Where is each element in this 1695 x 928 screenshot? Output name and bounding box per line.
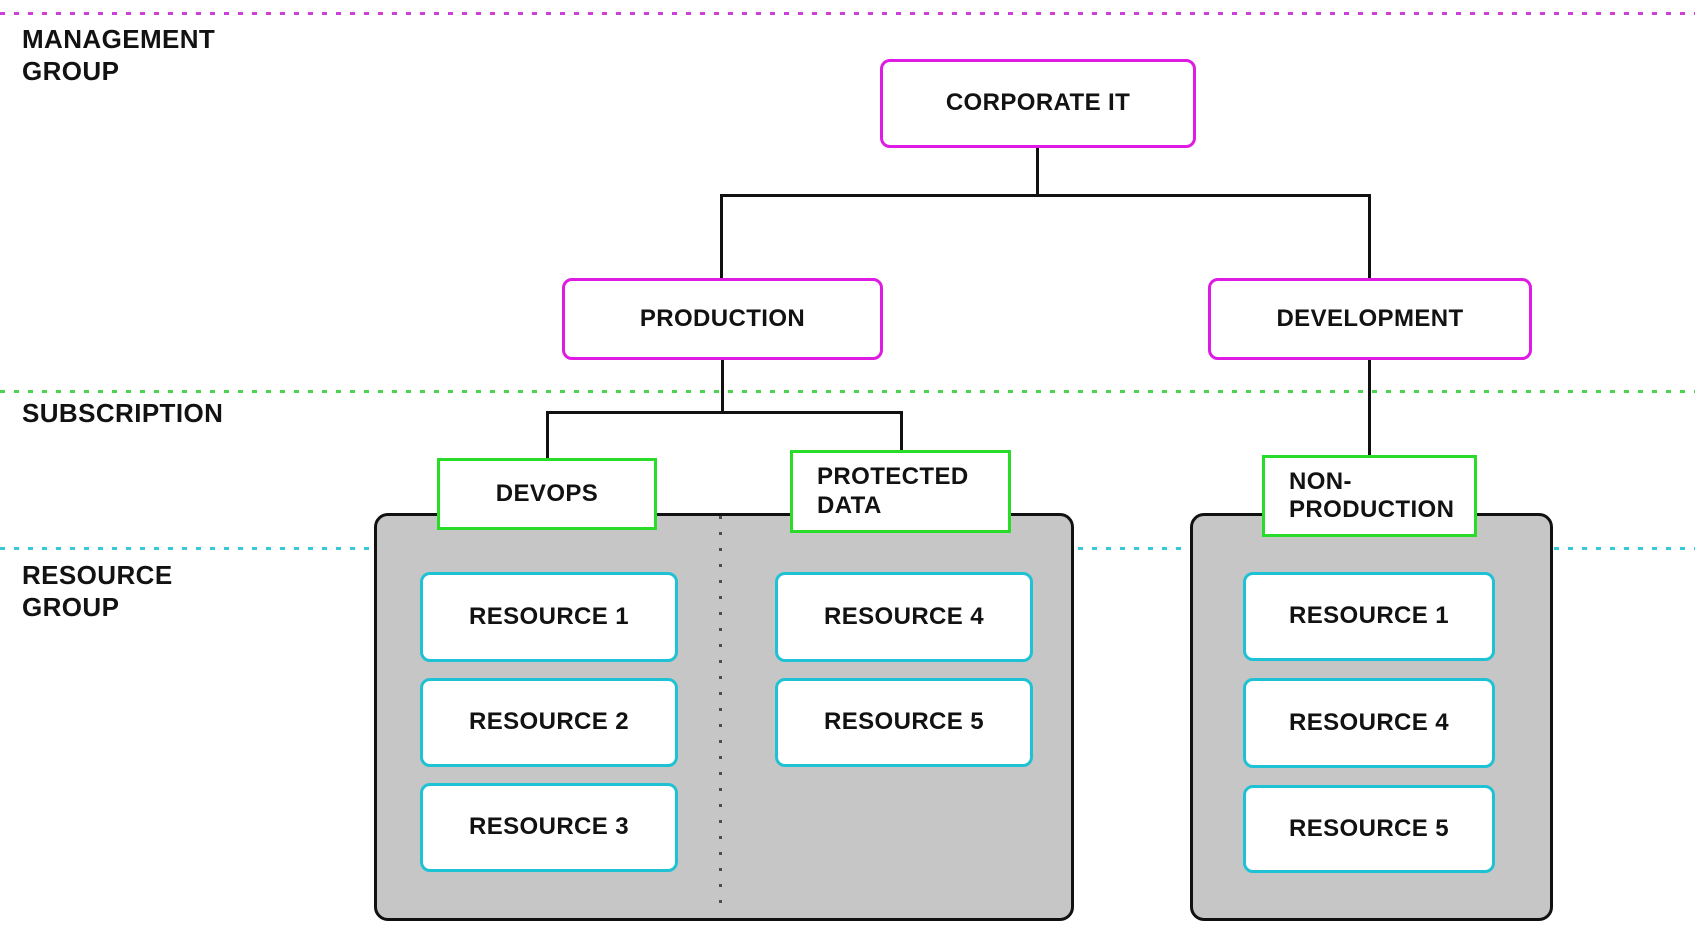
resource-box: RESOURCE 4 xyxy=(775,572,1033,662)
subscription-boundary-line xyxy=(0,390,1695,393)
connector-to-protected-data xyxy=(900,411,903,453)
resource-box: RESOURCE 2 xyxy=(420,678,678,767)
connector-to-devops xyxy=(546,411,549,460)
node-devops: DEVOPS xyxy=(437,458,657,530)
resource-box: RESOURCE 5 xyxy=(1243,785,1495,873)
connector-to-production xyxy=(720,194,723,280)
connector-corporateit-stem xyxy=(1036,146,1039,196)
node-development: DEVELOPMENT xyxy=(1208,278,1532,360)
resource-box: RESOURCE 4 xyxy=(1243,678,1495,768)
resource-box: RESOURCE 1 xyxy=(1243,572,1495,661)
connector-subscription-crossbar xyxy=(546,411,903,414)
lane-label-subscription: SUBSCRIPTION xyxy=(22,398,224,428)
resource-box: RESOURCE 1 xyxy=(420,572,678,662)
node-non-production: NON- PRODUCTION xyxy=(1262,455,1477,537)
resource-box: RESOURCE 5 xyxy=(775,678,1033,767)
lane-label-resource-group: RESOURCE GROUP xyxy=(22,560,173,622)
management-group-boundary-line xyxy=(0,12,1695,15)
resource-group-dotted-divider xyxy=(719,516,722,912)
connector-mgmt-crossbar xyxy=(720,194,1371,197)
connector-to-development xyxy=(1368,194,1371,280)
connector-to-non-production xyxy=(1368,358,1371,457)
node-corporate-it: CORPORATE IT xyxy=(880,59,1196,148)
resource-box: RESOURCE 3 xyxy=(420,783,678,872)
node-protected-data: PROTECTED DATA xyxy=(790,450,1011,533)
connector-production-stem xyxy=(721,358,724,414)
node-production: PRODUCTION xyxy=(562,278,883,360)
lane-label-management-group: MANAGEMENT GROUP xyxy=(22,24,216,86)
